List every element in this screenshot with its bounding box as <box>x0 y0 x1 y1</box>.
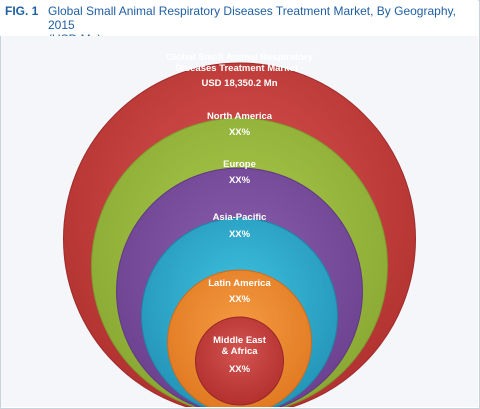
market-label-line3: USD 18,350.2 Mn <box>201 78 277 89</box>
latin-america-value: XX% <box>229 294 251 305</box>
figure-title-line1: Global Small Animal Respiratory Diseases… <box>48 4 456 32</box>
middle-east-africa-value: XX% <box>229 364 251 375</box>
latin-america-label: Latin America <box>208 278 271 289</box>
figure-label: FIG. 1 <box>5 4 39 18</box>
market-label-line2: Diseases Treatment Market - <box>175 63 303 74</box>
north-america-value: XX% <box>229 127 251 138</box>
middle-east-africa-label-line2: & Africa <box>221 346 258 357</box>
asia-pacific-label: Asia-Pacific <box>213 212 267 223</box>
market-label-line1: Global Small Animal Respiratory <box>166 52 314 63</box>
diagram-area: Global Small Animal Respiratory Diseases… <box>1 36 478 407</box>
middle-east-africa-circle <box>195 316 284 406</box>
figure-header: FIG. 1 Global Small Animal Respiratory D… <box>0 0 478 46</box>
asia-pacific-value: XX% <box>229 229 251 240</box>
middle-east-africa-label-line1: Middle East <box>213 335 267 346</box>
europe-value: XX% <box>229 175 251 186</box>
europe-label: Europe <box>223 159 256 170</box>
nested-circles-diagram: Global Small Animal Respiratory Diseases… <box>63 52 416 407</box>
north-america-label: North America <box>207 111 273 122</box>
